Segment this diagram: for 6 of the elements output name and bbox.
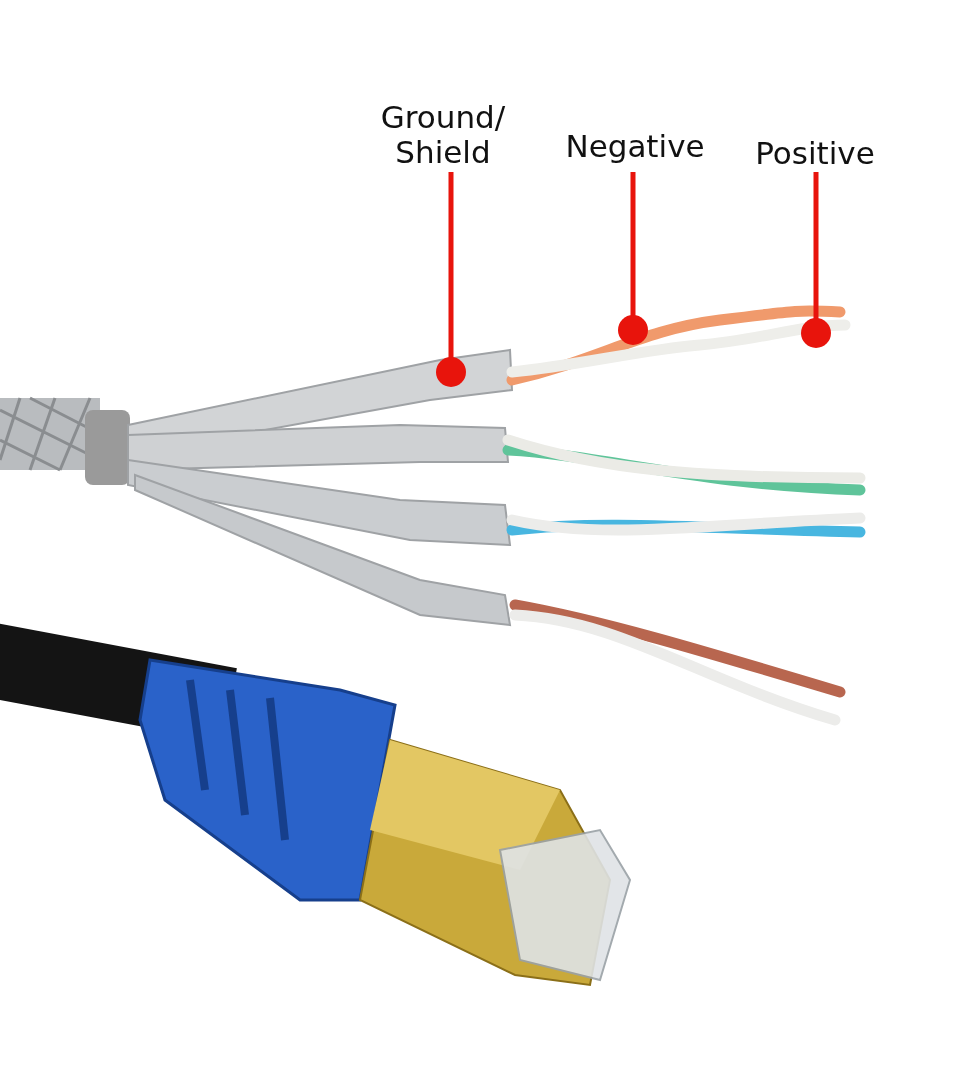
callout-label: Negative bbox=[550, 129, 720, 164]
callout-label: Positive bbox=[740, 136, 890, 171]
leader-line bbox=[436, 172, 466, 387]
leader-line bbox=[801, 172, 831, 348]
callout-label: Ground/ Shield bbox=[373, 100, 513, 170]
leader-line bbox=[618, 172, 648, 345]
